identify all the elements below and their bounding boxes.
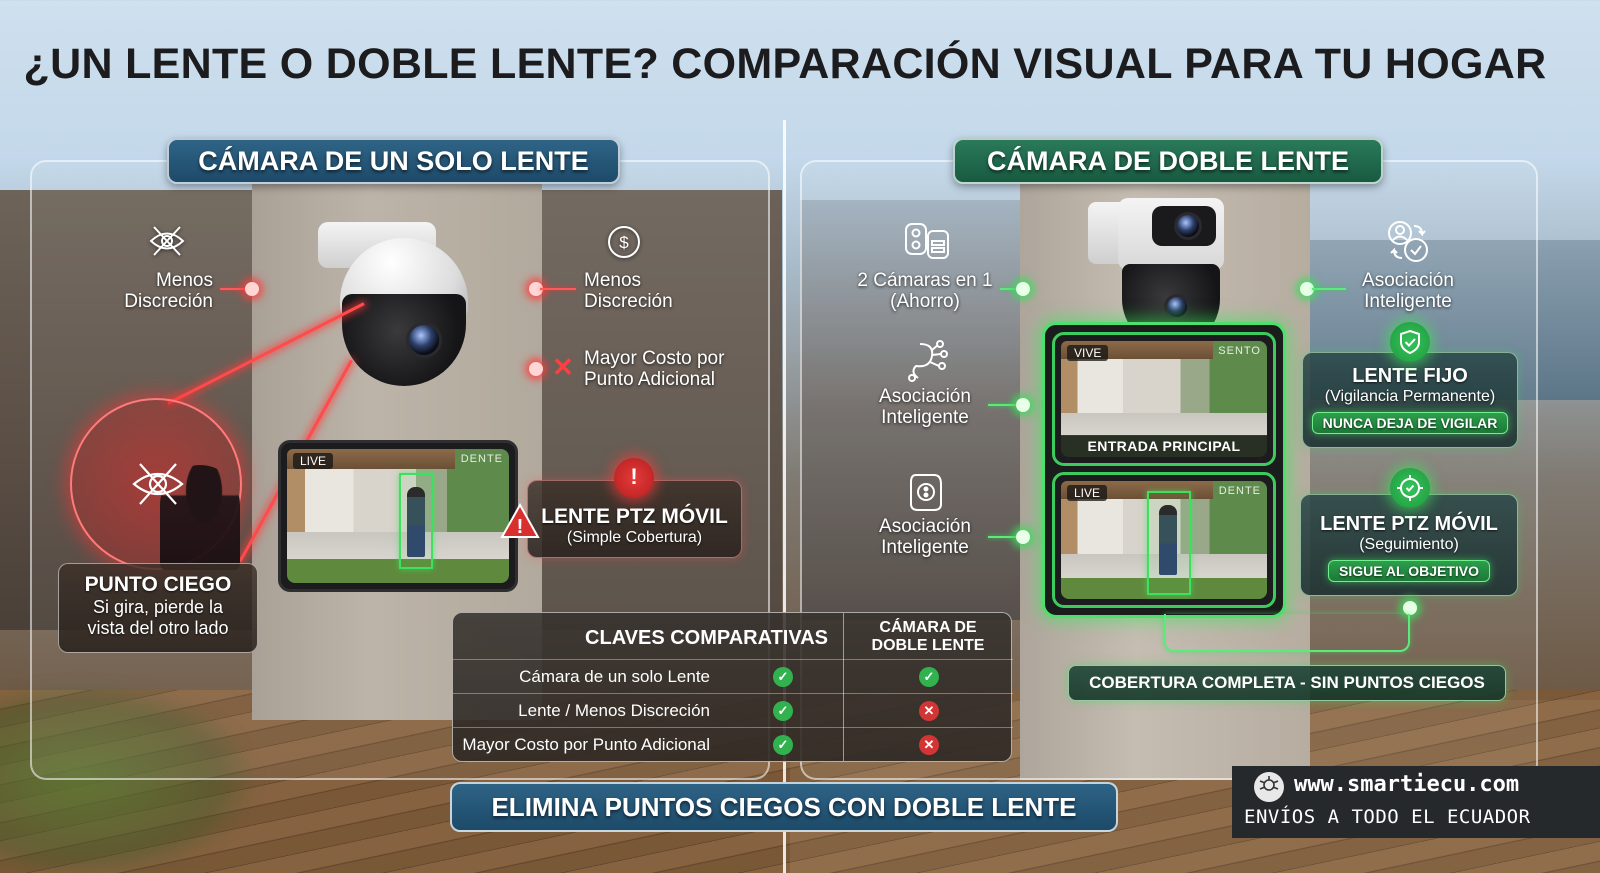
center-divider — [783, 120, 786, 873]
connector-line — [220, 288, 250, 290]
brand-logo-icon — [1254, 772, 1284, 802]
ptz-title: LENTE PTZ MÓVIL — [541, 505, 728, 528]
connector-line — [988, 536, 1018, 538]
live-badge: LIVE — [293, 453, 334, 469]
intruder-figure — [160, 465, 240, 570]
row-label: Mayor Costo por Punto Adicional — [462, 735, 710, 754]
person-figure — [1159, 505, 1177, 575]
live-badge: LIVE — [1067, 485, 1108, 501]
svg-text:!: ! — [517, 516, 524, 538]
ptz-dual-box: LENTE PTZ MÓVIL (Seguimiento) SIGUE AL O… — [1300, 494, 1518, 596]
row-label: Lente / Menos Discreción — [518, 701, 710, 720]
check-icon: ✓ — [773, 735, 793, 755]
target-icon — [1390, 468, 1430, 508]
ptz-title: LENTE PTZ MÓVIL — [1320, 513, 1498, 535]
cross-icon: ✕ — [919, 735, 939, 755]
dual-lens-title: CÁMARA DE DOBLE LENTE — [953, 138, 1383, 184]
connector-dot — [1300, 282, 1314, 296]
fixed-lens-title: LENTE FIJO — [1352, 365, 1468, 387]
camera-device-icon — [908, 472, 944, 517]
brand-watermark: DENTE — [1218, 485, 1261, 497]
user-sync-check-icon — [1386, 220, 1432, 269]
check-icon: ✓ — [773, 701, 793, 721]
table-header-left: CLAVES COMPARATIVAS — [585, 627, 828, 649]
warning-icon: ! — [500, 502, 540, 544]
check-icon: ✓ — [773, 667, 793, 687]
ptz-lens-monitor: LIVE DENTE — [1052, 472, 1276, 608]
feature-label: 2 Cámaras en 1(Ahorro) — [857, 270, 993, 312]
person-figure — [407, 487, 425, 557]
brand-watermark: DENTE — [460, 453, 503, 465]
two-cameras-icon — [904, 222, 950, 265]
blind-spot-box: PUNTO CIEGO Si gira, pierde la vista del… — [58, 563, 258, 653]
shipping-text: ENVÍOS A TODO EL ECUADOR — [1244, 806, 1531, 828]
ptz-camera — [340, 238, 468, 386]
coverage-banner: COBERTURA COMPLETA - SIN PUNTOS CIEGOS — [1068, 665, 1506, 701]
fixed-lens-subtitle: (Vigilancia Permanente) — [1324, 388, 1496, 405]
svg-text:$: $ — [619, 233, 629, 252]
x-mark-icon: ✕ — [552, 352, 574, 382]
blind-spot-desc: vista del otro lado — [87, 618, 229, 638]
connector-line — [1000, 288, 1020, 290]
blind-spot-desc: Si gira, pierde la — [92, 597, 224, 617]
ptz-subtitle: (Seguimiento) — [1359, 536, 1459, 553]
table-header-right: CÁMARA DE DOBLE LENTE — [871, 619, 985, 654]
connector-line — [1164, 614, 1410, 652]
ptz-badge: SIGUE AL OBJETIVO — [1327, 560, 1491, 582]
live-badge: VIVE — [1067, 345, 1109, 361]
single-lens-title: CÁMARA DE UN SOLO LENTE — [167, 138, 620, 184]
connector-dot — [529, 282, 543, 296]
shield-check-icon — [1390, 322, 1430, 362]
dollar-circle-icon: $ — [606, 224, 642, 265]
comparison-table: CLAVES COMPARATIVAS CÁMARA DE DOBLE LENT… — [452, 612, 1013, 762]
table-row: Mayor Costo por Punto Adicional ✓ ✕ — [453, 727, 1013, 760]
page-title: ¿UN LENTE O DOBLE LENTE? COMPARACIÓN VIS… — [23, 40, 1547, 88]
cross-icon: ✕ — [919, 701, 939, 721]
eye-slash-icon — [148, 224, 186, 263]
connector-dot — [529, 362, 543, 376]
connector-dot — [1016, 530, 1030, 544]
table-row: Lente / Menos Discreción ✓ ✕ — [453, 693, 1013, 726]
brand-box: www.smartiecu.com ENVÍOS A TODO EL ECUAD… — [1232, 766, 1600, 838]
warning-icon: ! — [614, 458, 654, 498]
fixed-lens-monitor: VIVE SENTO ENTRADA PRINCIPAL — [1052, 332, 1276, 466]
background-city — [800, 200, 1020, 620]
check-icon: ✓ — [919, 667, 939, 687]
connector-dot — [1016, 282, 1030, 296]
connector-dot — [245, 282, 259, 296]
bottom-banner: ELIMINA PUNTOS CIEGOS CON DOBLE LENTE — [450, 782, 1118, 832]
connector-line — [988, 404, 1018, 406]
connector-dot — [1016, 398, 1030, 412]
fixed-lens-badge: NUNCA DEJA DE VIGILAR — [1311, 412, 1509, 434]
connector-line — [1312, 288, 1346, 290]
blind-spot-title: PUNTO CIEGO — [84, 573, 232, 596]
network-nodes-icon — [904, 338, 950, 387]
website-link[interactable]: www.smartiecu.com — [1294, 772, 1520, 797]
ptz-subtitle: (Simple Cobertura) — [566, 529, 703, 546]
monitor-caption: ENTRADA PRINCIPAL — [1061, 435, 1267, 457]
eye-slash-icon — [130, 460, 186, 513]
table-row: Cámara de un solo Lente ✓ ✓ — [453, 659, 1013, 692]
live-monitor: LIVE DENTE — [278, 440, 518, 592]
connector-dot — [1403, 601, 1417, 615]
fixed-lens-box: LENTE FIJO (Vigilancia Permanente) NUNCA… — [1302, 352, 1518, 448]
row-label: Cámara de un solo Lente — [519, 667, 710, 686]
brand-watermark: SENTO — [1218, 345, 1261, 357]
connector-line — [540, 288, 576, 290]
